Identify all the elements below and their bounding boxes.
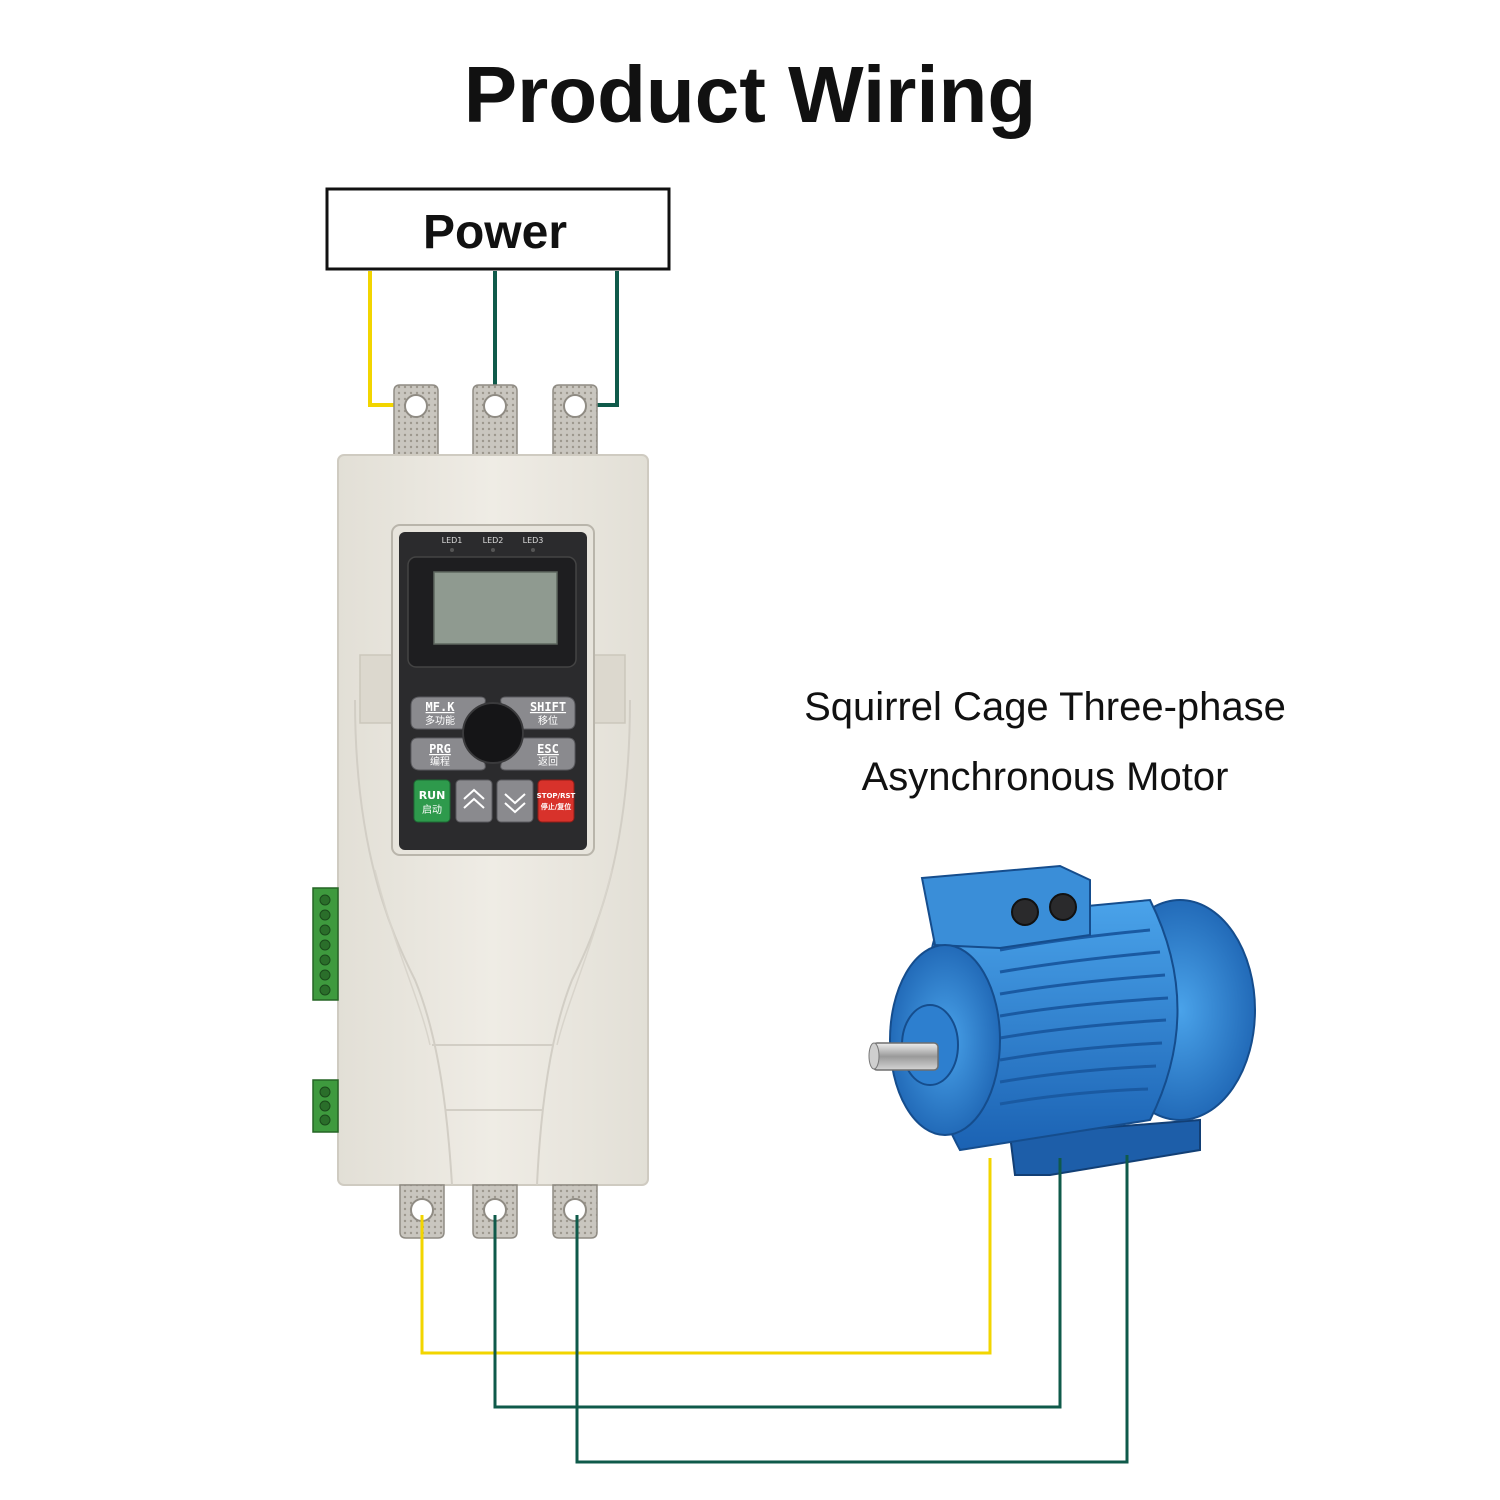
input-terminal-l1 bbox=[393, 384, 439, 456]
shift-sub-label: 移位 bbox=[538, 714, 558, 727]
led3-label: LED3 bbox=[523, 536, 544, 545]
esc-sub-label: 返回 bbox=[538, 756, 558, 768]
three-phase-motor bbox=[868, 864, 1256, 1176]
down-button[interactable] bbox=[496, 779, 534, 823]
motor-label-line1: Squirrel Cage Three-phase bbox=[804, 685, 1286, 729]
led1-indicator bbox=[450, 548, 454, 552]
cable-gland-1 bbox=[1011, 898, 1039, 926]
shift-label: SHIFT bbox=[530, 700, 566, 714]
prg-sub-label: 编程 bbox=[430, 755, 450, 768]
right-grip bbox=[589, 654, 626, 724]
run-sub-label: 启动 bbox=[422, 803, 442, 816]
up-button[interactable] bbox=[455, 779, 493, 823]
prg-label: PRG bbox=[429, 742, 451, 756]
led3-indicator bbox=[531, 548, 535, 552]
stop-sub-label: 停止/复位 bbox=[541, 802, 572, 811]
led1-label: LED1 bbox=[442, 536, 463, 545]
power-box bbox=[325, 187, 671, 271]
soft-starter: LED1 LED2 LED3 MF.K 多功能 SHIFT 移位 PRG bbox=[312, 454, 649, 1186]
mfk-label: MF.K bbox=[426, 700, 456, 714]
lcd-display bbox=[433, 571, 558, 645]
motor-wire-t1 bbox=[420, 1158, 992, 1355]
left-grip bbox=[359, 654, 396, 724]
power-source: Power bbox=[325, 187, 671, 271]
cooling-fins bbox=[999, 928, 1169, 1106]
input-terminal-l3 bbox=[552, 384, 598, 456]
power-label: Power bbox=[423, 206, 567, 259]
motor-wire-t3 bbox=[575, 1155, 1129, 1464]
stop-button[interactable]: STOP/RST 停止/复位 bbox=[537, 779, 576, 823]
led2-indicator bbox=[491, 548, 495, 552]
chevron-down-icon bbox=[504, 793, 526, 814]
output-terminals bbox=[399, 1184, 598, 1239]
mfk-sub-label: 多功能 bbox=[425, 714, 455, 727]
run-button[interactable]: RUN 启动 bbox=[413, 779, 451, 823]
stop-label: STOP/RST bbox=[537, 792, 576, 800]
output-terminal-t1 bbox=[399, 1184, 445, 1239]
control-terminal-block-lower bbox=[312, 1079, 339, 1133]
cable-gland-2 bbox=[1049, 893, 1077, 921]
control-keypad: LED1 LED2 LED3 MF.K 多功能 SHIFT 移位 PRG bbox=[391, 524, 595, 856]
output-terminal-t3 bbox=[552, 1184, 598, 1239]
run-label: RUN bbox=[419, 789, 446, 802]
control-terminal-block-upper bbox=[312, 887, 339, 1001]
motor-shaft bbox=[872, 1042, 939, 1071]
output-terminal-t2 bbox=[472, 1184, 518, 1239]
motor-label-line2: Asynchronous Motor bbox=[862, 755, 1229, 799]
jog-dial[interactable] bbox=[462, 702, 524, 764]
motor-terminal-box bbox=[920, 864, 1091, 950]
input-terminals bbox=[393, 384, 598, 456]
motor-wire-t2 bbox=[493, 1158, 1062, 1409]
esc-label: ESC bbox=[537, 742, 559, 756]
led2-label: LED2 bbox=[483, 536, 504, 545]
chevron-up-icon bbox=[463, 788, 485, 809]
page-title: Product Wiring bbox=[464, 50, 1037, 139]
input-terminal-l2 bbox=[472, 384, 518, 456]
motor-wires bbox=[420, 1155, 1129, 1464]
